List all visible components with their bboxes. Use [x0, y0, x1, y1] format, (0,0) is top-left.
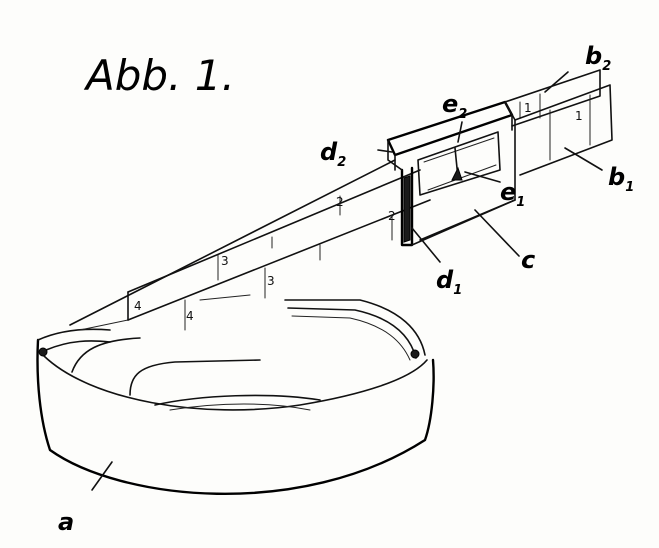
scale-right: 1 1	[504, 69, 613, 176]
label-d2: d2	[320, 138, 346, 170]
label-d1: d1	[436, 266, 462, 298]
slider-c	[386, 100, 516, 247]
tick-lower-1: 1	[575, 109, 583, 123]
label-e2: e2	[442, 90, 467, 122]
tick-upper-2: 2	[336, 195, 344, 209]
leader-lines	[377, 71, 603, 263]
tick-upper-4: 4	[134, 299, 142, 313]
label-e1: e1	[500, 178, 525, 210]
tick-lower-3: 3	[267, 274, 275, 288]
label-b1: b1	[608, 163, 634, 195]
base-a	[36, 299, 435, 496]
label-c: c	[521, 246, 535, 274]
tick-upper-1: 1	[524, 101, 532, 115]
label-b2: b2	[585, 42, 611, 74]
figure-title: Abb. 1.	[83, 51, 235, 100]
rim-knob-left	[38, 347, 48, 357]
scale-bar-upper: 4 3 2	[69, 159, 396, 326]
tick-lower-2: 2	[388, 209, 396, 223]
rim-knob-right	[410, 349, 420, 359]
tick-lower-4: 4	[186, 309, 194, 323]
tick-upper-3: 3	[221, 254, 229, 268]
label-a: a	[58, 508, 74, 536]
